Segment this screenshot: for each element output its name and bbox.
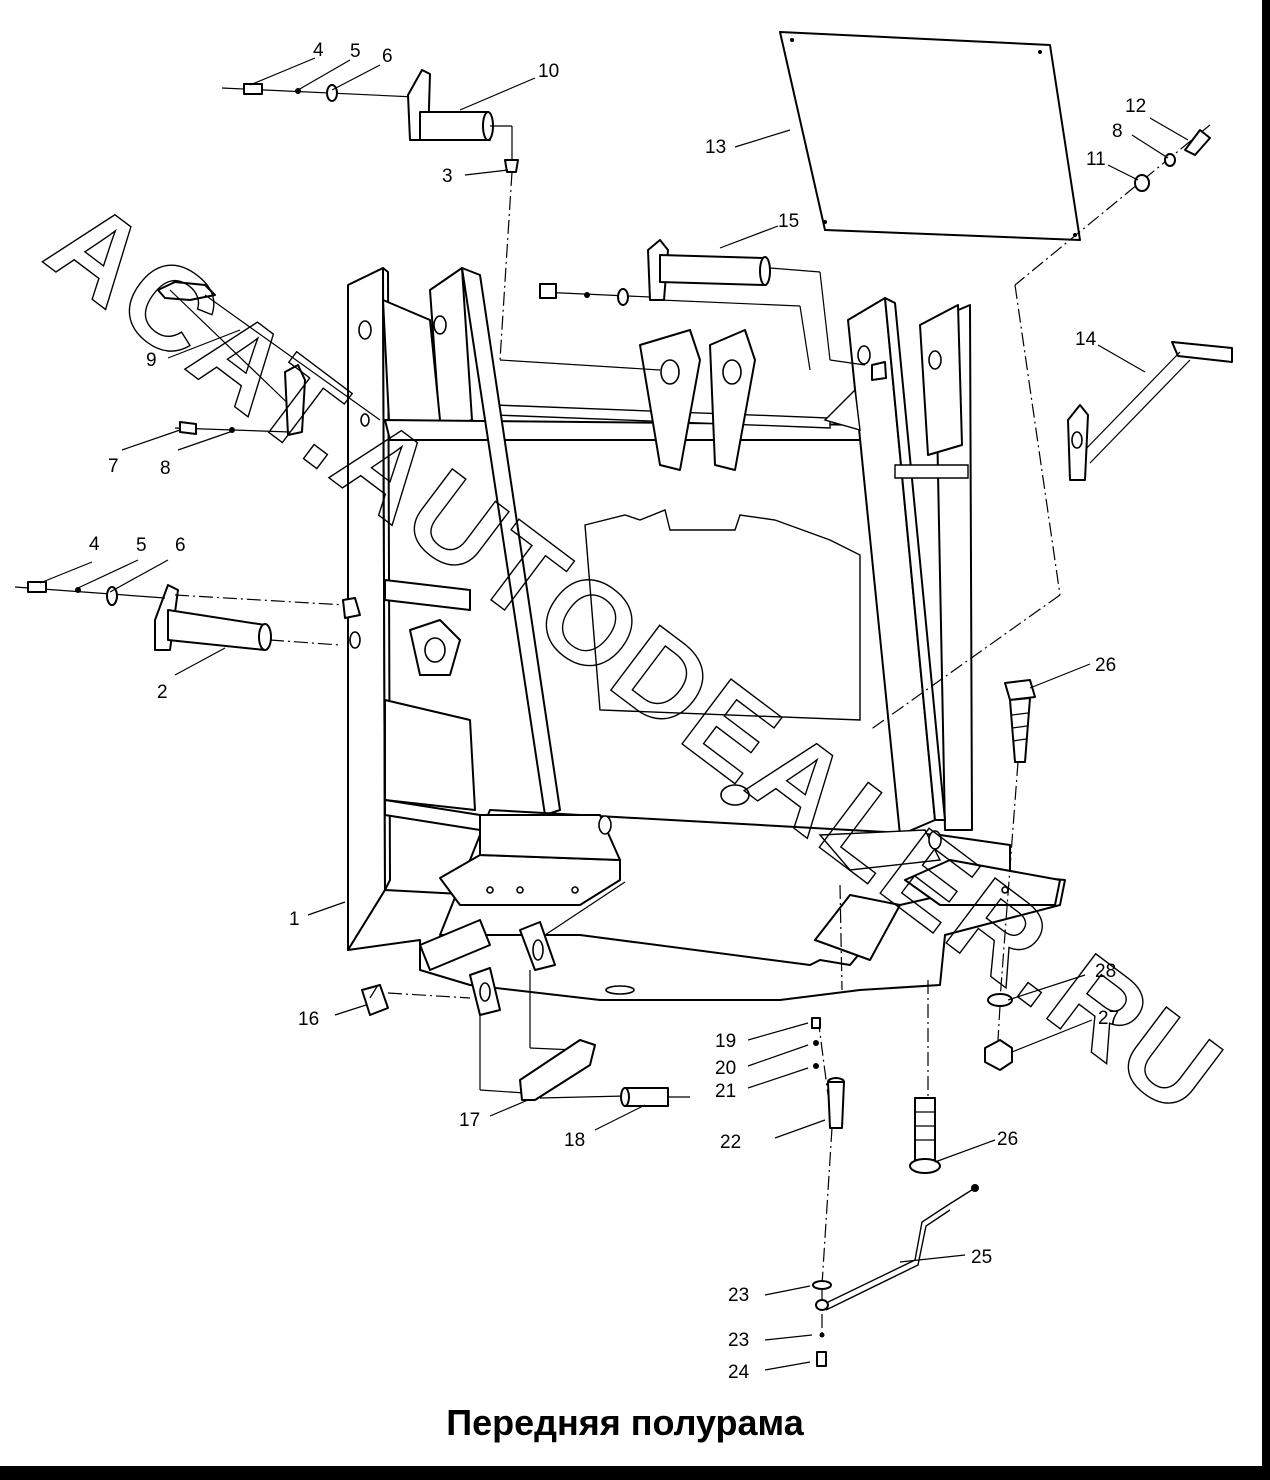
- callout-4-lower: 4: [89, 534, 100, 555]
- callout-21: 21: [715, 1081, 736, 1102]
- callout-6-lower: 6: [175, 535, 186, 556]
- callout-23-upper: 23: [728, 1285, 749, 1306]
- callout-22: 22: [720, 1132, 741, 1153]
- rod-14: [1067, 341, 1233, 481]
- pin-10: [221, 69, 661, 371]
- callout-16: 16: [298, 1009, 319, 1030]
- callout-5-lower: 5: [136, 535, 147, 556]
- callout-8-left: 8: [160, 458, 171, 479]
- callout-28: 28: [1095, 961, 1116, 982]
- callout-20: 20: [715, 1058, 736, 1079]
- callout-5: 5: [350, 41, 361, 62]
- callout-23-lower: 23: [728, 1330, 749, 1351]
- callout-1: 1: [289, 909, 300, 930]
- callout-26-upper: 26: [1095, 655, 1116, 676]
- pin-15: [539, 239, 887, 381]
- callout-8-top: 8: [1112, 121, 1123, 142]
- plate-9: [157, 281, 381, 436]
- callout-12: 12: [1125, 96, 1146, 117]
- callout-18: 18: [564, 1130, 585, 1151]
- callout-14: 14: [1075, 329, 1097, 350]
- pin-stack-22: [811, 884, 845, 1367]
- callout-7: 7: [108, 456, 119, 477]
- bolt-26-upper: [999, 679, 1036, 1001]
- tow-assembly: [361, 881, 690, 1107]
- leader-lines: [39, 57, 1189, 1371]
- callout-19: 19: [715, 1031, 736, 1052]
- page-title: Передняя полурама: [446, 1402, 804, 1443]
- front-half-frame: [347, 267, 1066, 1001]
- callout-6: 6: [382, 46, 393, 67]
- bottom-border: [0, 1466, 1270, 1480]
- callout-26-lower: 26: [997, 1129, 1018, 1150]
- nut-27: [984, 1005, 1013, 1071]
- rod-25: [815, 1184, 979, 1311]
- callout-15: 15: [778, 211, 799, 232]
- pin-2: [154, 584, 361, 651]
- callout-24: 24: [728, 1362, 750, 1383]
- callout-13: 13: [705, 137, 726, 158]
- callout-3: 3: [442, 166, 453, 187]
- bolt-26-lower: [909, 980, 941, 1174]
- right-border: [1262, 0, 1270, 1480]
- bolt-set-lower: [14, 581, 166, 606]
- callout-25: 25: [971, 1247, 992, 1268]
- callout-17: 17: [459, 1110, 480, 1131]
- callout-2: 2: [157, 682, 168, 703]
- callout-10: 10: [538, 61, 559, 82]
- callout-4: 4: [313, 40, 324, 61]
- callout-labels: 4 5 6 10 3 13 12 8 11 15 9 14 7 8 4 5 6 …: [89, 40, 1146, 1383]
- cover-plate-13: [779, 31, 1081, 241]
- callout-27: 27: [1098, 1008, 1119, 1029]
- callout-9: 9: [146, 350, 157, 371]
- callout-11: 11: [1086, 149, 1106, 170]
- bolt-set-right: [869, 124, 1211, 731]
